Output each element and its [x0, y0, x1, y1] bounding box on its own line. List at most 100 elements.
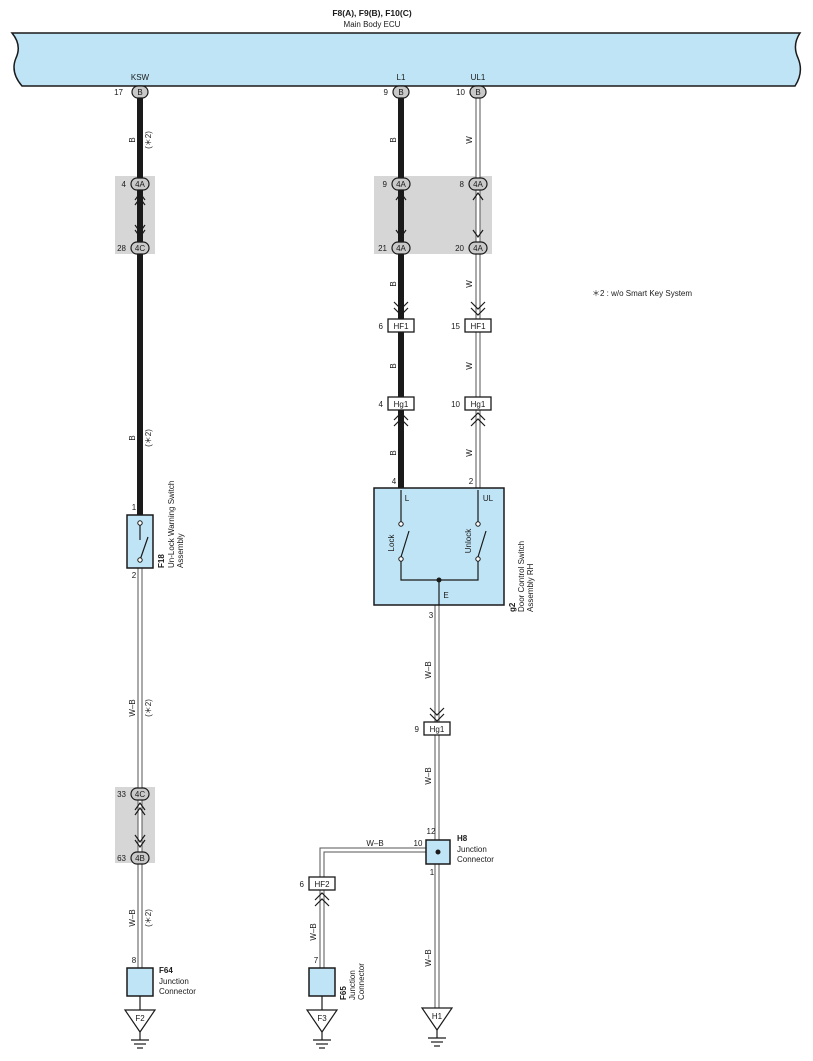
chevron-icon: [134, 191, 484, 849]
svg-text:4: 4: [379, 400, 384, 409]
svg-text:17: 17: [114, 88, 123, 97]
svg-text:4A: 4A: [396, 244, 406, 253]
svg-text:B: B: [398, 88, 403, 97]
ground-icon: F3: [305, 1009, 339, 1049]
svg-text:28: 28: [117, 244, 126, 253]
svg-text:Hg1: Hg1: [394, 400, 409, 409]
f64-ref: F64: [159, 966, 173, 975]
g2-name-2: Assembly RH: [526, 563, 535, 612]
svg-text:4: 4: [122, 180, 127, 189]
star2-label: (＊2): [144, 131, 153, 149]
svg-text:4: 4: [392, 477, 397, 486]
svg-text:F2: F2: [135, 1014, 145, 1023]
svg-text:9: 9: [384, 88, 389, 97]
connector-4a-mid-top: 4A 9: [383, 177, 411, 191]
svg-text:HF2: HF2: [314, 880, 330, 889]
svg-text:63: 63: [117, 854, 126, 863]
svg-text:10: 10: [451, 400, 460, 409]
ecu-title: F8(A), F9(B), F10(C): [332, 8, 412, 18]
connector-hf1-right: HF1 15: [451, 301, 492, 333]
svg-text:Unlock: Unlock: [464, 528, 473, 553]
star2-label: (＊2): [144, 909, 153, 927]
svg-text:4C: 4C: [135, 244, 145, 253]
wire-color-label: W–B: [424, 661, 433, 678]
smart-key-note: ＊2 : w/o Smart Key System: [592, 289, 692, 298]
svg-text:10: 10: [414, 839, 423, 848]
g2-door-control-switch: 4 2 3 L UL E Lock Unlock: [373, 477, 505, 620]
g2-ref: g2: [508, 602, 517, 612]
svg-text:4B: 4B: [135, 854, 145, 863]
star2-label: (＊2): [144, 429, 153, 447]
wire-color-label: W–B: [424, 949, 433, 966]
f18-ref: F18: [157, 554, 166, 568]
svg-text:1: 1: [430, 868, 435, 877]
terminal-ksw-label: KSW: [131, 73, 150, 82]
svg-text:1: 1: [132, 503, 137, 512]
svg-text:2: 2: [132, 571, 137, 580]
wire-color-label: W: [465, 136, 474, 144]
f18-switch: 1 2: [126, 503, 154, 580]
svg-text:10: 10: [456, 88, 465, 97]
wire-h8-branch: [319, 847, 426, 968]
h8-ref: H8: [457, 834, 468, 843]
svg-text:8: 8: [460, 180, 465, 189]
connector-4a-left: 4A 4: [122, 177, 150, 191]
ground-icon: F2: [123, 1009, 157, 1049]
wire-color-label: W: [465, 449, 474, 457]
svg-text:4C: 4C: [135, 790, 145, 799]
svg-text:9: 9: [383, 180, 388, 189]
f64-name: Junction: [159, 977, 189, 986]
f18-name: Un-Lock Warning Switch: [167, 481, 176, 568]
svg-text:E: E: [443, 591, 448, 600]
svg-text:20: 20: [455, 244, 464, 253]
svg-text:4A: 4A: [473, 244, 483, 253]
svg-text:Lock: Lock: [387, 534, 396, 552]
svg-text:7: 7: [314, 956, 319, 965]
wire-color-label: B: [389, 363, 398, 368]
svg-text:6: 6: [379, 322, 384, 331]
wire-color-label: B: [128, 137, 137, 142]
svg-text:12: 12: [427, 827, 436, 836]
svg-text:F3: F3: [317, 1014, 327, 1023]
f65-ref: F65: [339, 986, 348, 1000]
wire-color-label: B: [128, 435, 137, 440]
svg-text:33: 33: [117, 790, 126, 799]
connector-hf2: HF2 6: [300, 876, 336, 907]
svg-text:3: 3: [429, 611, 434, 620]
connector-hf1-mid: HF1 6: [379, 301, 415, 333]
svg-text:B: B: [475, 88, 480, 97]
svg-text:8: 8: [132, 956, 137, 965]
wire-color-label: W: [465, 362, 474, 370]
connector-4c-bottom: 4C 33: [117, 787, 150, 801]
wire-color-label: W–B: [128, 699, 137, 716]
connector-4a-mid-bot: 4A 21: [378, 241, 411, 255]
f65-name-2: Connector: [357, 963, 366, 1000]
svg-text:4A: 4A: [396, 180, 406, 189]
h8-name: Junction: [457, 845, 487, 854]
wire-color-label: B: [389, 137, 398, 142]
svg-text:6: 6: [300, 880, 305, 889]
svg-text:HF1: HF1: [470, 322, 486, 331]
connector-4c-left: 4C 28: [117, 241, 150, 255]
f64-junction-connector: 8: [126, 956, 154, 997]
connector-4a-right-bot: 4A 20: [455, 241, 488, 255]
connector-4a-right-top: 4A 8: [460, 177, 488, 191]
svg-text:UL: UL: [483, 494, 494, 503]
svg-text:H1: H1: [432, 1012, 443, 1021]
connector-hg1-mid: Hg1 4: [379, 396, 415, 427]
svg-text:Hg1: Hg1: [471, 400, 486, 409]
svg-text:4A: 4A: [473, 180, 483, 189]
g2-name: Door Control Switch: [517, 541, 526, 612]
h8-name-2: Connector: [457, 855, 494, 864]
wire-color-label: W–B: [309, 923, 318, 940]
ecu-box: [10, 32, 802, 87]
svg-text:HF1: HF1: [393, 322, 409, 331]
svg-text:L: L: [405, 494, 410, 503]
connector-hg1-right: Hg1 10: [451, 396, 492, 427]
ecu-pin-l1: B 9: [384, 85, 410, 99]
svg-text:2: 2: [469, 477, 474, 486]
ecu-subtitle: Main Body ECU: [344, 20, 401, 29]
ecu-pin-ul1: B 10: [456, 85, 487, 99]
wire-color-label: W–B: [424, 767, 433, 784]
